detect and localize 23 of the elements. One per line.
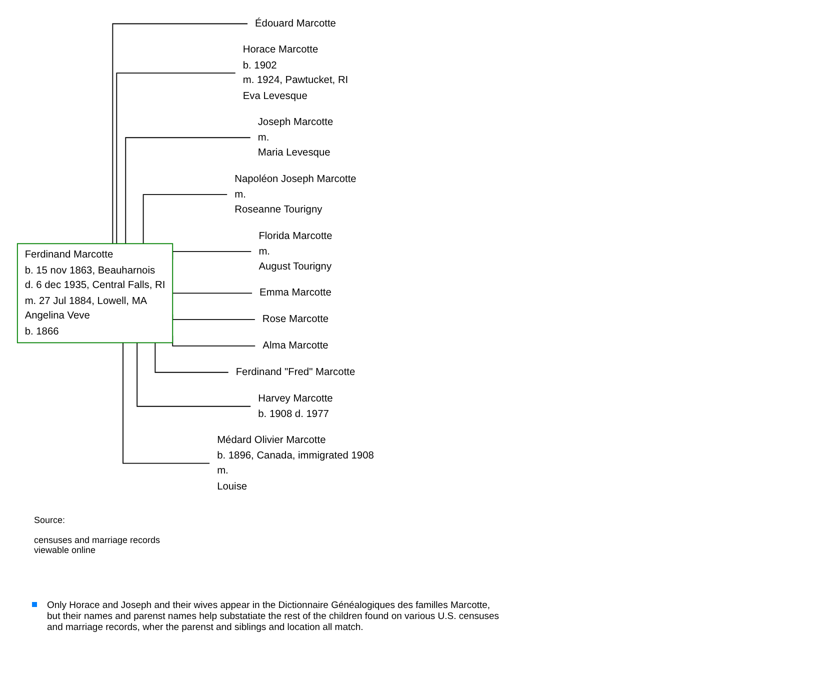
node-text: Harvey Marcotte b. 1908 d. 1977 <box>258 392 333 420</box>
node-text: Rose Marcotte <box>262 314 329 325</box>
source-note: censuses and marriage records viewable online <box>34 535 162 555</box>
node-text: Florida Marcotte m. August Tourigny <box>258 230 332 272</box>
connector <box>136 342 252 407</box>
footnote-text: Only Horace and Joseph and their wives appear in the Dictionnaire Généalogiques des familles Marcotte, but their names and parenst names help substatiate the rest of the children found on various U.S. censuses and marriage records, wher the parenst and siblings and location all match. <box>47 600 500 633</box>
node-text: Horace Marcotte b. 1902 m. 1924, Pawtucket, RI Eva Levesque <box>242 44 348 102</box>
node-text: Napoléon Joseph Marcotte m. Roseanne Tourigny <box>234 174 356 216</box>
connector <box>116 72 236 244</box>
connector <box>125 137 251 244</box>
node-box: Ferdinand Marcotte b. 15 nov 1863, Beauharnois d. 6 dec 1935, Central Falls, RI m. 27 Jul 1884, Lowell, MA Angelina Veve b. 1866 <box>16 243 174 344</box>
node-text: Emma Marcotte <box>260 287 332 299</box>
connector <box>142 194 228 244</box>
connector <box>122 342 210 464</box>
node-text: Joseph Marcotte m. Maria Levesque <box>258 116 334 158</box>
connector <box>154 342 229 373</box>
node-text: Alma Marcotte <box>262 340 328 352</box>
node-text: Ferdinand "Fred" Marcotte <box>236 366 356 378</box>
source-note: Source: <box>34 515 66 525</box>
connector <box>172 292 253 294</box>
node-text: Édouard Marcotte <box>255 18 336 30</box>
connector <box>112 23 248 244</box>
node-text: Médard Olivier Marcotte b. 1896, Canada, immigrated 1908 m. Louise <box>217 434 374 492</box>
